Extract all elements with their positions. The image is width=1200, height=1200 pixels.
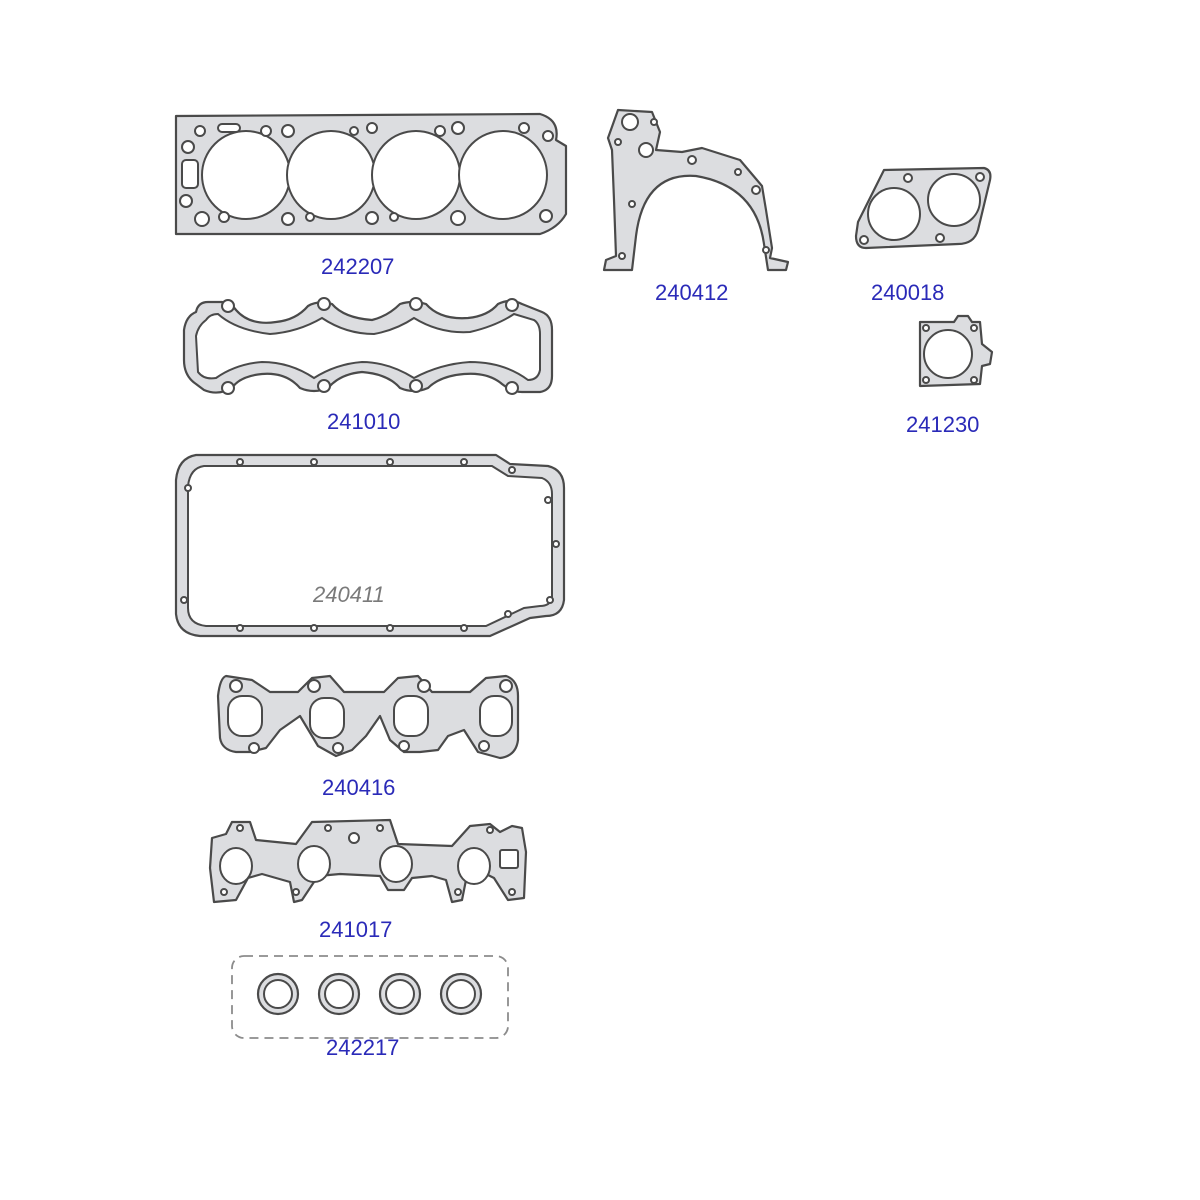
valve-cover-gasket-drawing bbox=[182, 297, 554, 395]
part-number-timing-cover: 240412 bbox=[655, 280, 729, 305]
head-gasket-drawing bbox=[174, 112, 568, 236]
part-number-exhaust-manifold: 240416 bbox=[322, 775, 396, 800]
part-number-valve-seals: 242217 bbox=[326, 1035, 400, 1060]
part-number-oil-pan: 240411 bbox=[313, 582, 385, 607]
exhaust-manifold-gasket-drawing bbox=[216, 674, 520, 760]
part-number-intake-manifold: 241017 bbox=[319, 917, 393, 942]
part-number-valve-cover: 241010 bbox=[327, 409, 401, 434]
part-number-head-gasket: 242207 bbox=[321, 254, 395, 279]
part-number-single-flange: 241230 bbox=[906, 412, 980, 437]
single-flange-gasket-drawing bbox=[918, 314, 994, 388]
oil-pan-gasket-drawing bbox=[174, 453, 566, 638]
double-flange-gasket-drawing bbox=[854, 166, 992, 250]
intake-manifold-gasket-drawing bbox=[208, 818, 528, 904]
part-number-double-flange: 240018 bbox=[871, 280, 945, 305]
timing-cover-gasket-drawing bbox=[602, 108, 790, 272]
valve-seal-rings-drawing bbox=[231, 955, 509, 1039]
